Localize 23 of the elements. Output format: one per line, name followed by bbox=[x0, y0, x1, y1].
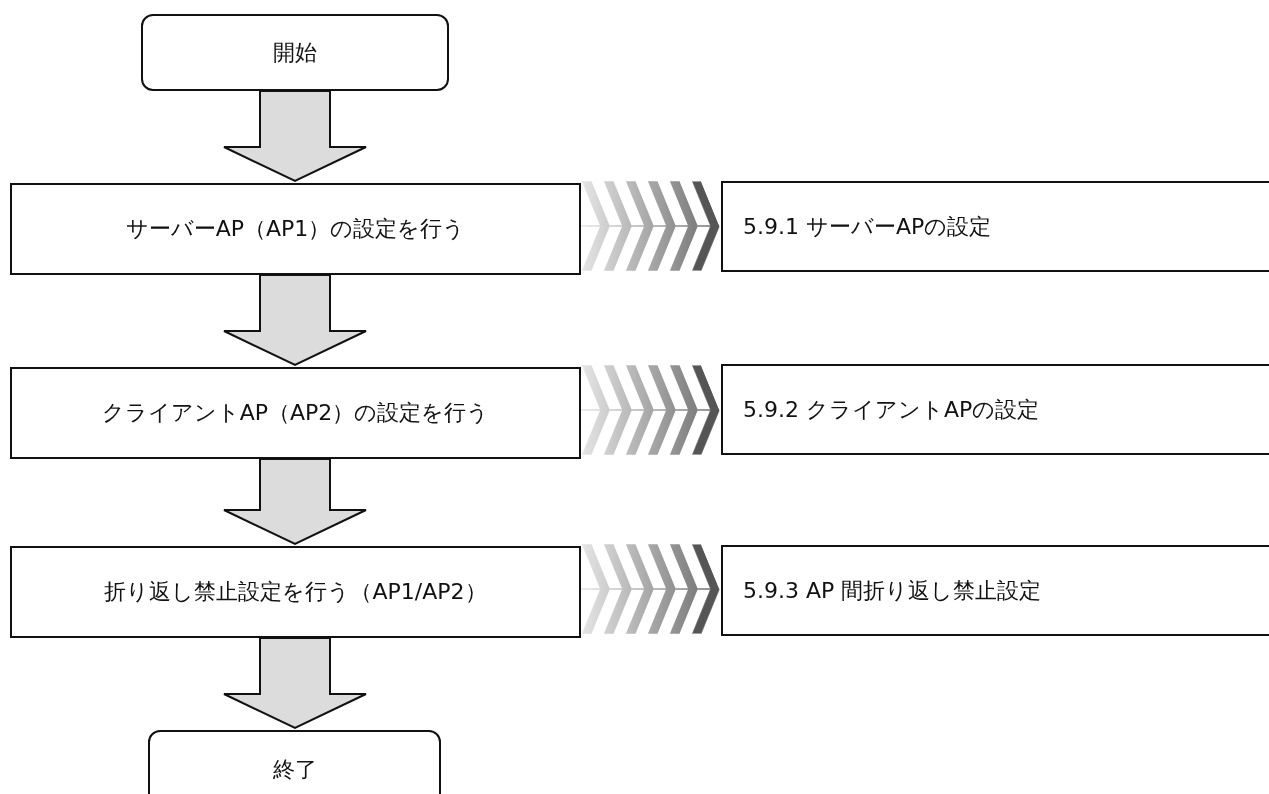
step-text: サーバーAP（AP1）の設定を行う bbox=[125, 215, 466, 243]
step-text: 折り返し禁止設定を行う（AP1/AP2） bbox=[104, 578, 487, 606]
process-box bbox=[10, 367, 581, 459]
reference-box bbox=[721, 545, 1269, 636]
block-arrow bbox=[223, 90, 367, 183]
reference-box bbox=[721, 181, 1269, 272]
reference-box bbox=[721, 364, 1269, 455]
chevron-arrow bbox=[580, 365, 720, 455]
step-text: 5.9.3 AP 間折り返し禁止設定 bbox=[743, 576, 1042, 605]
terminal-box bbox=[148, 730, 441, 794]
process-box bbox=[10, 546, 581, 638]
chevron-arrow bbox=[580, 181, 720, 271]
terminal-box bbox=[141, 14, 449, 91]
block-arrow bbox=[223, 637, 367, 730]
block-arrow bbox=[223, 458, 367, 546]
step-text: 開始 bbox=[273, 38, 317, 67]
step-text: クライアントAP（AP2）の設定を行う bbox=[101, 399, 490, 427]
block-arrow bbox=[223, 274, 367, 367]
step-text: 5.9.1 サーバーAPの設定 bbox=[743, 212, 992, 241]
step-text: 5.9.2 クライアントAPの設定 bbox=[743, 395, 1040, 424]
process-box bbox=[10, 183, 581, 275]
step-text: 終了 bbox=[272, 756, 317, 784]
chevron-arrow bbox=[580, 544, 720, 634]
